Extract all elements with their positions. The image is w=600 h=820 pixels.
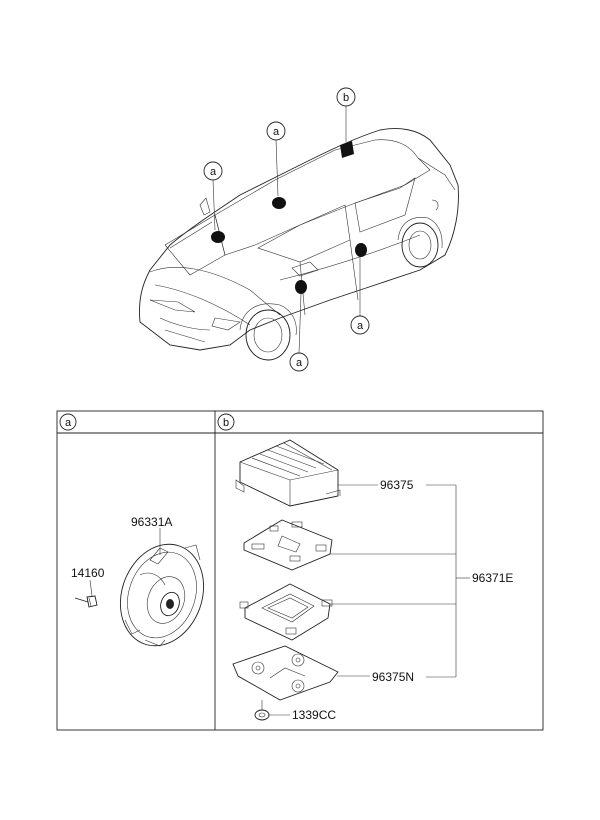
speaker-location-marker (272, 197, 286, 209)
amp-cover-illustration (235, 439, 341, 507)
part-number-14160: 14160 (71, 566, 105, 580)
amplifier-location-marker (340, 141, 354, 158)
callout-a-2: a (266, 121, 286, 141)
amp-frame-illustration (239, 583, 333, 641)
svg-text:b: b (223, 417, 229, 429)
car-illustration (139, 106, 459, 361)
section-header-b: b (217, 413, 235, 431)
part-number-1339CC: 1339CC (292, 708, 336, 722)
nut-illustration (254, 700, 270, 721)
callout-label: a (296, 357, 303, 369)
part-number-96375: 96375 (380, 478, 414, 492)
callout-a-3: a (289, 352, 309, 372)
speaker-location-marker (295, 280, 307, 294)
speaker-location-marker (355, 243, 367, 257)
callout-label: a (357, 320, 364, 332)
section-header-a: a (59, 413, 77, 431)
callout-a-1: a (203, 161, 223, 181)
part-number-96371E: 96371E (472, 571, 513, 585)
amp-bracket-illustration (232, 645, 339, 701)
amp-board-illustration (243, 519, 333, 571)
part-number-96331A: 96331A (131, 515, 172, 529)
callout-a-4: a (350, 315, 370, 335)
svg-text:a: a (65, 417, 72, 429)
detail-table (56, 410, 544, 731)
speaker-location-marker (211, 231, 225, 243)
callout-label: a (273, 126, 280, 138)
screw-illustration (74, 595, 98, 608)
callout-b: b (336, 87, 356, 107)
callout-label: b (343, 92, 349, 104)
speaker-illustration (119, 543, 205, 647)
callout-label: a (210, 166, 217, 178)
part-number-96375N: 96375N (372, 670, 414, 684)
